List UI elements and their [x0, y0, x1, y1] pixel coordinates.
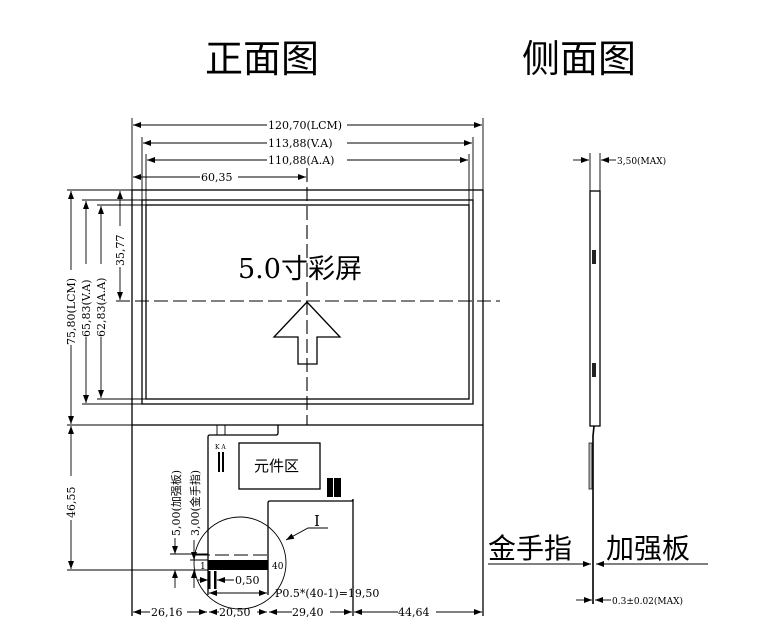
- pin-1-label: 1: [200, 562, 206, 572]
- screen-label: 5.0寸彩屏: [238, 254, 362, 285]
- component-area-box: [238, 442, 321, 490]
- gold-finger-label: 金手指: [488, 532, 572, 565]
- dim-fpc-width: 20,50: [219, 606, 251, 619]
- dim-thickness: 3,50(MAX): [617, 156, 666, 167]
- dim-fpc-length: 46,55: [65, 487, 78, 519]
- dim-aa-width: 110,88(A.A): [268, 154, 334, 167]
- stiffener-label: 加强板: [606, 532, 690, 565]
- detail-label: I: [314, 512, 320, 530]
- front-view: 5.0寸彩屏 120,70(LCM) 113,88(V.A) 110,88(A.…: [65, 118, 500, 426]
- gold-finger-pads: [208, 560, 268, 570]
- dim-lcm-width: 120,70(LCM): [268, 119, 342, 132]
- dim-gold-finger: 3,00(金手指): [188, 470, 202, 536]
- dim-left-offset: 26,16: [151, 606, 183, 619]
- dim-stiffener: 5,00(加强板): [169, 470, 183, 536]
- dim-aa-height: 62,83(A.A): [95, 278, 108, 337]
- dim-va-width: 113,88(V.A): [268, 137, 333, 150]
- dim-center-x: 60,35: [201, 171, 233, 184]
- ka-label: K A: [215, 444, 226, 451]
- dim-va-height: 65,83(V.A): [80, 279, 93, 337]
- orientation-arrow-icon: [272, 301, 342, 365]
- dim-lcm-height: 75,80(LCM): [65, 278, 78, 345]
- front-view-title: 正面图: [205, 37, 319, 81]
- dim-pitch: P0.5*(40-1)=19,50: [275, 587, 379, 600]
- dim-mid-offset: 29,40: [292, 606, 324, 619]
- module-side-profile: [589, 190, 601, 427]
- pin-40-label: 40: [272, 562, 284, 572]
- dim-pin-width: 0,50: [235, 574, 260, 587]
- dim-center-y: 35,77: [114, 235, 127, 267]
- dim-right-offset: 44,64: [398, 606, 430, 619]
- side-view: 3,50(MAX) 金手指 加强板 0.3±0.02(MAX): [488, 153, 708, 607]
- detail-circle: [193, 516, 287, 610]
- component-area-label: 元件区: [254, 457, 299, 475]
- side-view-title: 侧面图: [522, 37, 636, 81]
- fpc-tail: 元件区 K A 1 40 I 46,55 5,00(加强板) 3,00(金手指)…: [65, 425, 484, 619]
- dim-fpc-thickness: 0.3±0.02(MAX): [612, 596, 683, 607]
